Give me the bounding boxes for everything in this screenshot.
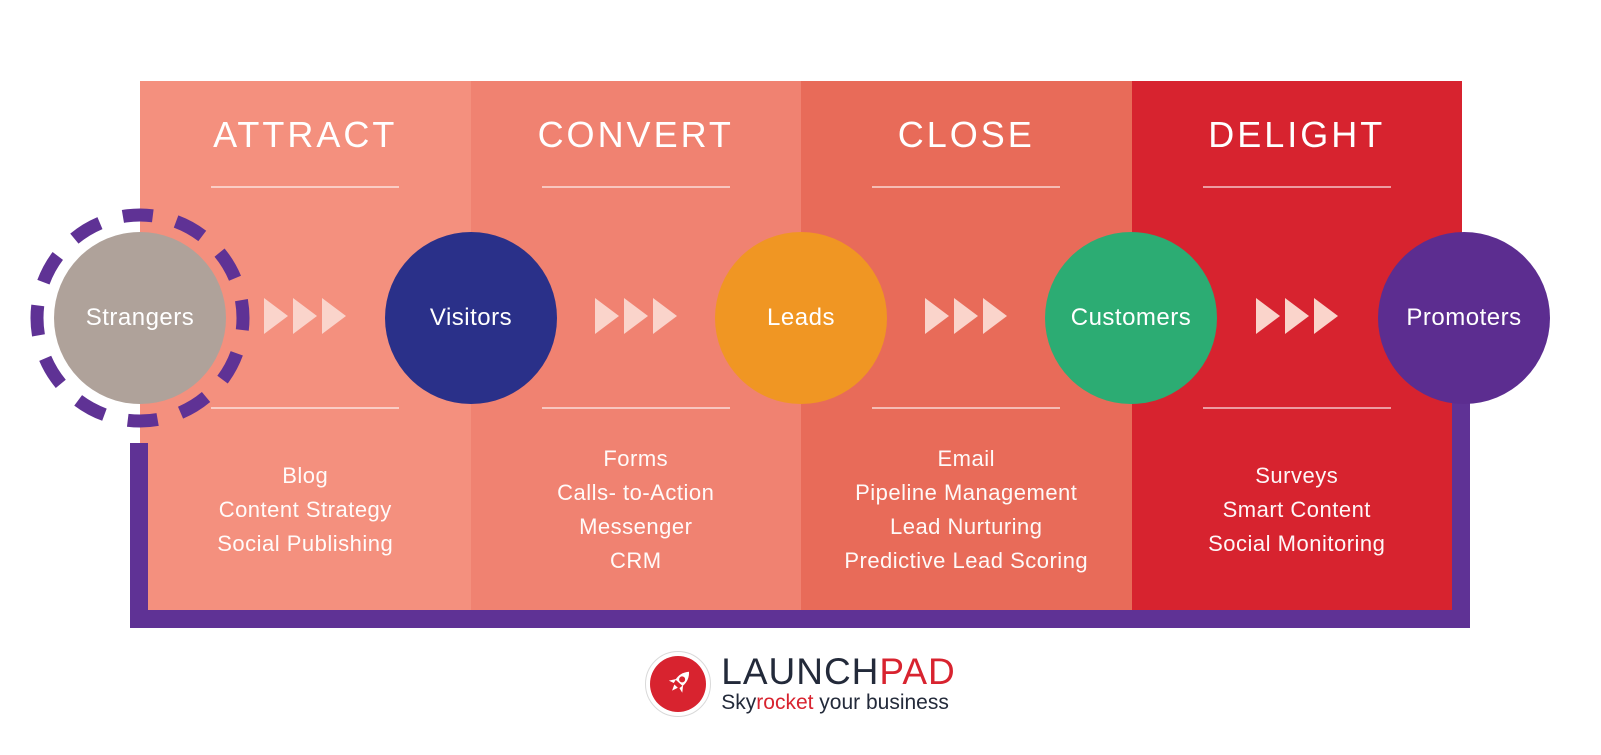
list-item: Surveys <box>1255 463 1339 488</box>
stage-tactics-list: Surveys Smart Content Social Monitoring <box>1132 409 1463 611</box>
brand-accent: PAD <box>879 651 956 692</box>
stage-tactics-list: Forms Calls- to-Action Messenger CRM <box>471 409 802 611</box>
divider <box>541 407 730 409</box>
brand-name: LAUNCHPAD <box>721 653 955 691</box>
stage-tactics-list: Email Pipeline Management Lead Nurturing… <box>801 409 1132 611</box>
stage-title: CLOSE <box>897 114 1035 155</box>
list-item: Messenger <box>579 514 693 539</box>
divider <box>211 186 400 188</box>
funnel-circle-leads: Leads <box>715 232 887 404</box>
chevron-right-icon <box>652 298 677 334</box>
list-item: Smart Content <box>1222 497 1371 522</box>
funnel-circle-label: Promoters <box>1406 304 1522 331</box>
stage-panels: ATTRACT Blog Content Strategy Social Pub… <box>140 81 1462 611</box>
divider <box>872 186 1061 188</box>
funnel-circle-promoters: Promoters <box>1378 232 1550 404</box>
funnel-circle-visitors: Visitors <box>385 232 557 404</box>
funnel-circle-customers: Customers <box>1045 232 1217 404</box>
chevron-right-icon <box>983 298 1008 334</box>
list-item: Predictive Lead Scoring <box>844 548 1089 573</box>
list-item: Content Strategy <box>218 497 392 522</box>
list-item: Social Monitoring <box>1208 531 1386 556</box>
divider <box>1202 407 1391 409</box>
funnel-circle-label: Customers <box>1070 304 1192 331</box>
chevron-arrows <box>1255 298 1338 334</box>
list-item: Pipeline Management <box>855 480 1078 505</box>
dashed-ring <box>30 208 250 428</box>
list-item: Forms <box>603 446 669 471</box>
frame-left-bar <box>130 443 148 628</box>
list-item: Lead Nurturing <box>889 514 1043 539</box>
funnel-circle-label: Leads <box>767 304 835 331</box>
chevron-right-icon <box>594 298 619 334</box>
divider <box>1202 186 1391 188</box>
divider <box>211 407 400 409</box>
list-item: Email <box>937 446 995 471</box>
brand-tagline: Skyrocket your business <box>721 691 955 715</box>
tagline-rest: your business <box>813 691 949 714</box>
logo-text: LAUNCHPAD Skyrocket your business <box>721 653 955 715</box>
stage-title: DELIGHT <box>1208 114 1386 155</box>
frame-bottom-bar <box>130 610 1470 628</box>
chevron-right-icon <box>293 298 318 334</box>
brand-primary: LAUNCH <box>721 651 880 692</box>
chevron-right-icon <box>322 298 347 334</box>
launchpad-logo: LAUNCHPAD Skyrocket your business <box>0 651 1601 717</box>
chevron-right-icon <box>954 298 979 334</box>
list-item: CRM <box>609 548 662 573</box>
rocket-icon <box>650 656 707 712</box>
chevron-arrows <box>594 298 677 334</box>
chevron-arrows <box>925 298 1008 334</box>
chevron-right-icon <box>1255 298 1280 334</box>
list-item: Blog <box>282 463 329 488</box>
funnel-circle-label: Visitors <box>429 304 513 331</box>
divider <box>541 186 730 188</box>
frame-right-bar <box>1452 400 1470 628</box>
list-item: Calls- to-Action <box>557 480 715 505</box>
list-item: Social Publishing <box>217 531 394 556</box>
chevron-right-icon <box>1284 298 1309 334</box>
funnel-circle-label: Strangers <box>85 304 195 331</box>
funnel-circle-strangers: Strangers <box>54 232 226 404</box>
stage-title: ATTRACT <box>213 114 398 155</box>
chevron-right-icon <box>925 298 950 334</box>
stage-tactics-list: Blog Content Strategy Social Publishing <box>140 409 471 611</box>
chevron-right-icon <box>1313 298 1338 334</box>
tagline-accent: rocket <box>756 691 814 714</box>
stage-title: CONVERT <box>537 114 734 155</box>
logo-badge <box>645 651 712 717</box>
tagline-primary: Sky <box>721 691 757 714</box>
chevron-right-icon <box>264 298 289 334</box>
divider <box>872 407 1061 409</box>
chevron-right-icon <box>623 298 648 334</box>
chevron-arrows <box>264 298 347 334</box>
